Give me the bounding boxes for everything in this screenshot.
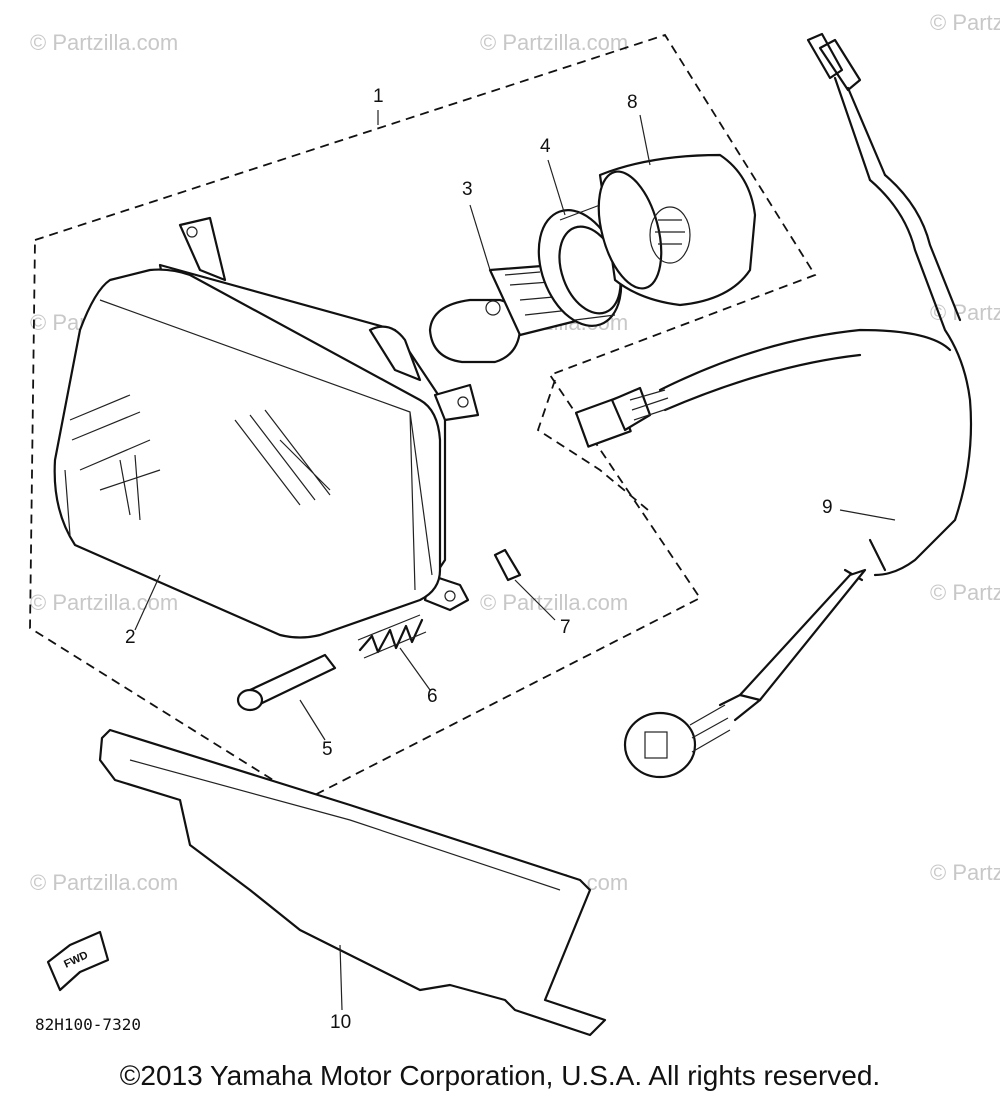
callout-4: 4 (540, 136, 551, 157)
callout-5: 5 (322, 739, 333, 760)
copyright-notice: ©2013 Yamaha Motor Corporation, U.S.A. A… (119, 1060, 881, 1091)
callout-2: 2 (125, 627, 136, 648)
callout-8: 8 (627, 92, 638, 113)
dust-cover (597, 153, 757, 307)
callout-1: 1 (373, 86, 384, 107)
bracket-strip (98, 728, 607, 1037)
watermark: © Partzilla.com (930, 580, 1000, 605)
assembly-outline-9 (536, 379, 649, 511)
clip (493, 548, 522, 582)
spring (357, 614, 427, 659)
watermark: © Partzilla.com (930, 300, 1000, 325)
headlight-unit (53, 216, 480, 639)
callout-9: 9 (822, 497, 833, 518)
watermark: © Partzilla.com (480, 590, 628, 615)
watermark: © Partzilla.com (930, 860, 1000, 885)
wiring-harness (574, 32, 973, 779)
watermark: © Partzilla.com (930, 10, 1000, 35)
diagram-code: 82H100-7320 (35, 1015, 141, 1034)
bolt (236, 653, 337, 712)
callout-3: 3 (462, 179, 473, 200)
callouts: 1 2 3 4 5 6 7 8 9 10 (125, 86, 833, 1033)
assembly-outline-1 (29, 33, 817, 802)
callout-6: 6 (427, 686, 438, 707)
callout-10: 10 (330, 1012, 351, 1033)
watermark: © Partzilla.com (30, 590, 178, 615)
fwd-arrow-icon: FWD (46, 930, 110, 992)
watermark: © Partzilla.com (480, 30, 628, 55)
watermark: © Partzilla.com (30, 870, 178, 895)
watermark: © Partzilla.com (30, 30, 178, 55)
socket-ring (537, 204, 626, 327)
callout-7: 7 (560, 617, 571, 638)
leader-lines (134, 110, 896, 1011)
